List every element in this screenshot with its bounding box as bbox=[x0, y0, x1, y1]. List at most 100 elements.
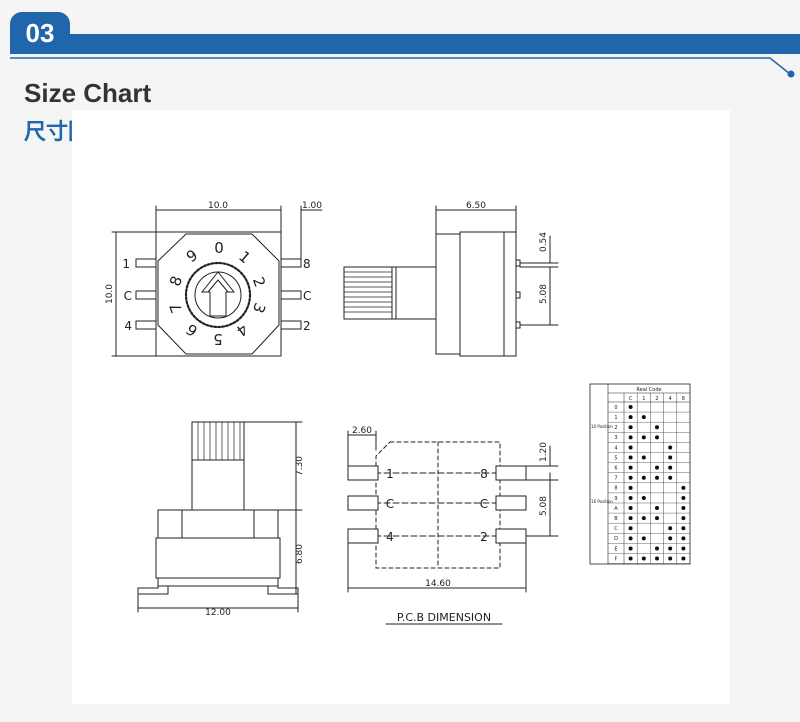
code-table-position: 5 bbox=[614, 455, 617, 461]
pcb-label-left-1: 1 bbox=[386, 467, 394, 481]
code-table-position-label: 10 Position bbox=[591, 424, 613, 429]
pcb-view bbox=[347, 430, 559, 625]
code-dot bbox=[668, 556, 673, 561]
code-dot bbox=[681, 526, 686, 531]
top-pin-label-right-c: C bbox=[303, 289, 311, 303]
pcb-pad-right-2 bbox=[495, 528, 527, 544]
code-dot bbox=[655, 546, 659, 551]
pcb-view-text: 2.60 1.20 5.08 14.60 1 C 4 8 C 2 P.C.B D… bbox=[352, 426, 549, 624]
top-pin-left-1 bbox=[135, 258, 157, 268]
dim-front-width: 12.00 bbox=[205, 608, 231, 618]
side-pin bbox=[515, 321, 521, 329]
code-dot bbox=[628, 435, 633, 440]
code-dot bbox=[655, 425, 659, 430]
code-table-position-label-16: 16 Position bbox=[591, 499, 613, 504]
top-pin-label-left-c: C bbox=[124, 289, 132, 303]
code-table-position: 4 bbox=[614, 445, 617, 451]
front-right-terminal bbox=[267, 583, 299, 595]
page-title: Size Chart bbox=[24, 78, 152, 108]
code-table-position: D bbox=[614, 536, 618, 542]
code-dot bbox=[655, 465, 659, 470]
side-shaft-ribs bbox=[343, 271, 393, 313]
front-view-text: 7.30 6.80 12.00 bbox=[205, 456, 305, 618]
dial-outer bbox=[184, 261, 252, 329]
top-pin-right-c bbox=[280, 290, 302, 300]
front-collar bbox=[191, 459, 245, 511]
code-table-position: C bbox=[614, 526, 618, 532]
dim-side-width: 6.50 bbox=[466, 201, 486, 211]
dim-side-offset: 0.54 bbox=[539, 232, 549, 252]
dim-top-pin: 1.00 bbox=[302, 201, 322, 211]
header-rule bbox=[10, 57, 795, 78]
side-pin bbox=[515, 259, 521, 267]
top-pin-right-8 bbox=[280, 258, 302, 268]
code-dot bbox=[628, 516, 633, 521]
pcb-pad-right-c bbox=[495, 495, 527, 511]
code-dot bbox=[628, 546, 633, 551]
top-pin-left-c bbox=[135, 290, 157, 300]
side-collar bbox=[391, 266, 437, 320]
dial-number-1: 1 bbox=[235, 247, 254, 267]
code-dot bbox=[641, 475, 646, 480]
code-table-col-header: 4 bbox=[669, 396, 672, 402]
code-dot bbox=[628, 485, 633, 490]
dial-number-8: 8 bbox=[166, 273, 186, 288]
front-left-terminal bbox=[137, 583, 169, 595]
code-table-col-header: 1 bbox=[642, 396, 645, 402]
dial-number-0: 0 bbox=[214, 239, 224, 257]
top-pin-label-left-4: 4 bbox=[124, 319, 132, 333]
code-dot bbox=[655, 435, 659, 440]
code-dot bbox=[628, 415, 633, 420]
top-pin-label-right-2: 2 bbox=[303, 319, 311, 333]
pcb-label-right-c: C bbox=[480, 497, 488, 511]
pcb-pad-left-4 bbox=[347, 528, 379, 544]
top-pin-right-2 bbox=[280, 320, 302, 330]
code-dot bbox=[628, 475, 633, 480]
code-table-position: 1 bbox=[614, 415, 617, 421]
front-upper-body bbox=[157, 509, 279, 539]
top-pin-label-right-8: 8 bbox=[303, 257, 311, 271]
code-dot bbox=[668, 445, 673, 450]
code-dot bbox=[681, 506, 686, 511]
code-dot bbox=[641, 556, 646, 561]
section-header: 03 bbox=[0, 0, 800, 80]
dial-number-6: 6 bbox=[183, 320, 201, 340]
code-dot bbox=[655, 506, 659, 511]
code-dot bbox=[681, 516, 686, 521]
side-view-text: 6.50 0.54 5.08 bbox=[466, 201, 549, 304]
code-table-position: 7 bbox=[614, 476, 617, 482]
dial-number-9: 9 bbox=[183, 246, 201, 266]
code-table-position: B bbox=[614, 516, 618, 522]
code-dot bbox=[641, 536, 646, 541]
code-table-position: 2 bbox=[614, 425, 617, 431]
pcb-label-right-2: 2 bbox=[480, 530, 488, 544]
dim-pcb-pitch: 5.08 bbox=[539, 496, 549, 516]
side-front bbox=[435, 233, 461, 355]
dial-arrow-icon bbox=[200, 271, 236, 317]
front-shaft bbox=[191, 421, 245, 461]
code-table-position: F bbox=[615, 556, 618, 562]
code-table-position: 0 bbox=[614, 405, 617, 411]
code-table-title: Real Code bbox=[636, 387, 661, 393]
code-table-col-header: 2 bbox=[655, 396, 658, 402]
top-pin-label-left-1: 1 bbox=[122, 257, 130, 271]
code-dot bbox=[641, 435, 646, 440]
pcb-outline bbox=[375, 441, 501, 569]
side-pin bbox=[515, 291, 521, 299]
dim-front-shaft: 7.30 bbox=[295, 456, 305, 476]
code-table-position: 9 bbox=[614, 496, 617, 502]
dim-pcb-width: 14.60 bbox=[425, 579, 451, 589]
side-body bbox=[459, 231, 517, 357]
top-view-text: 10.0 1.00 10.0 0 1 2 3 4 5 6 7 8 9 1 C 4… bbox=[105, 201, 322, 348]
code-dot bbox=[681, 546, 686, 551]
code-dot bbox=[681, 495, 686, 500]
code-dot bbox=[628, 425, 633, 430]
side-view bbox=[343, 205, 559, 357]
front-view bbox=[137, 421, 303, 613]
pcb-label-left-c: C bbox=[386, 497, 394, 511]
code-dot bbox=[668, 546, 673, 551]
code-table-col-header: C bbox=[629, 396, 633, 402]
dial-arrow-inner bbox=[207, 279, 229, 293]
pcb-pad-right-8 bbox=[495, 465, 527, 481]
code-dot bbox=[655, 475, 659, 480]
